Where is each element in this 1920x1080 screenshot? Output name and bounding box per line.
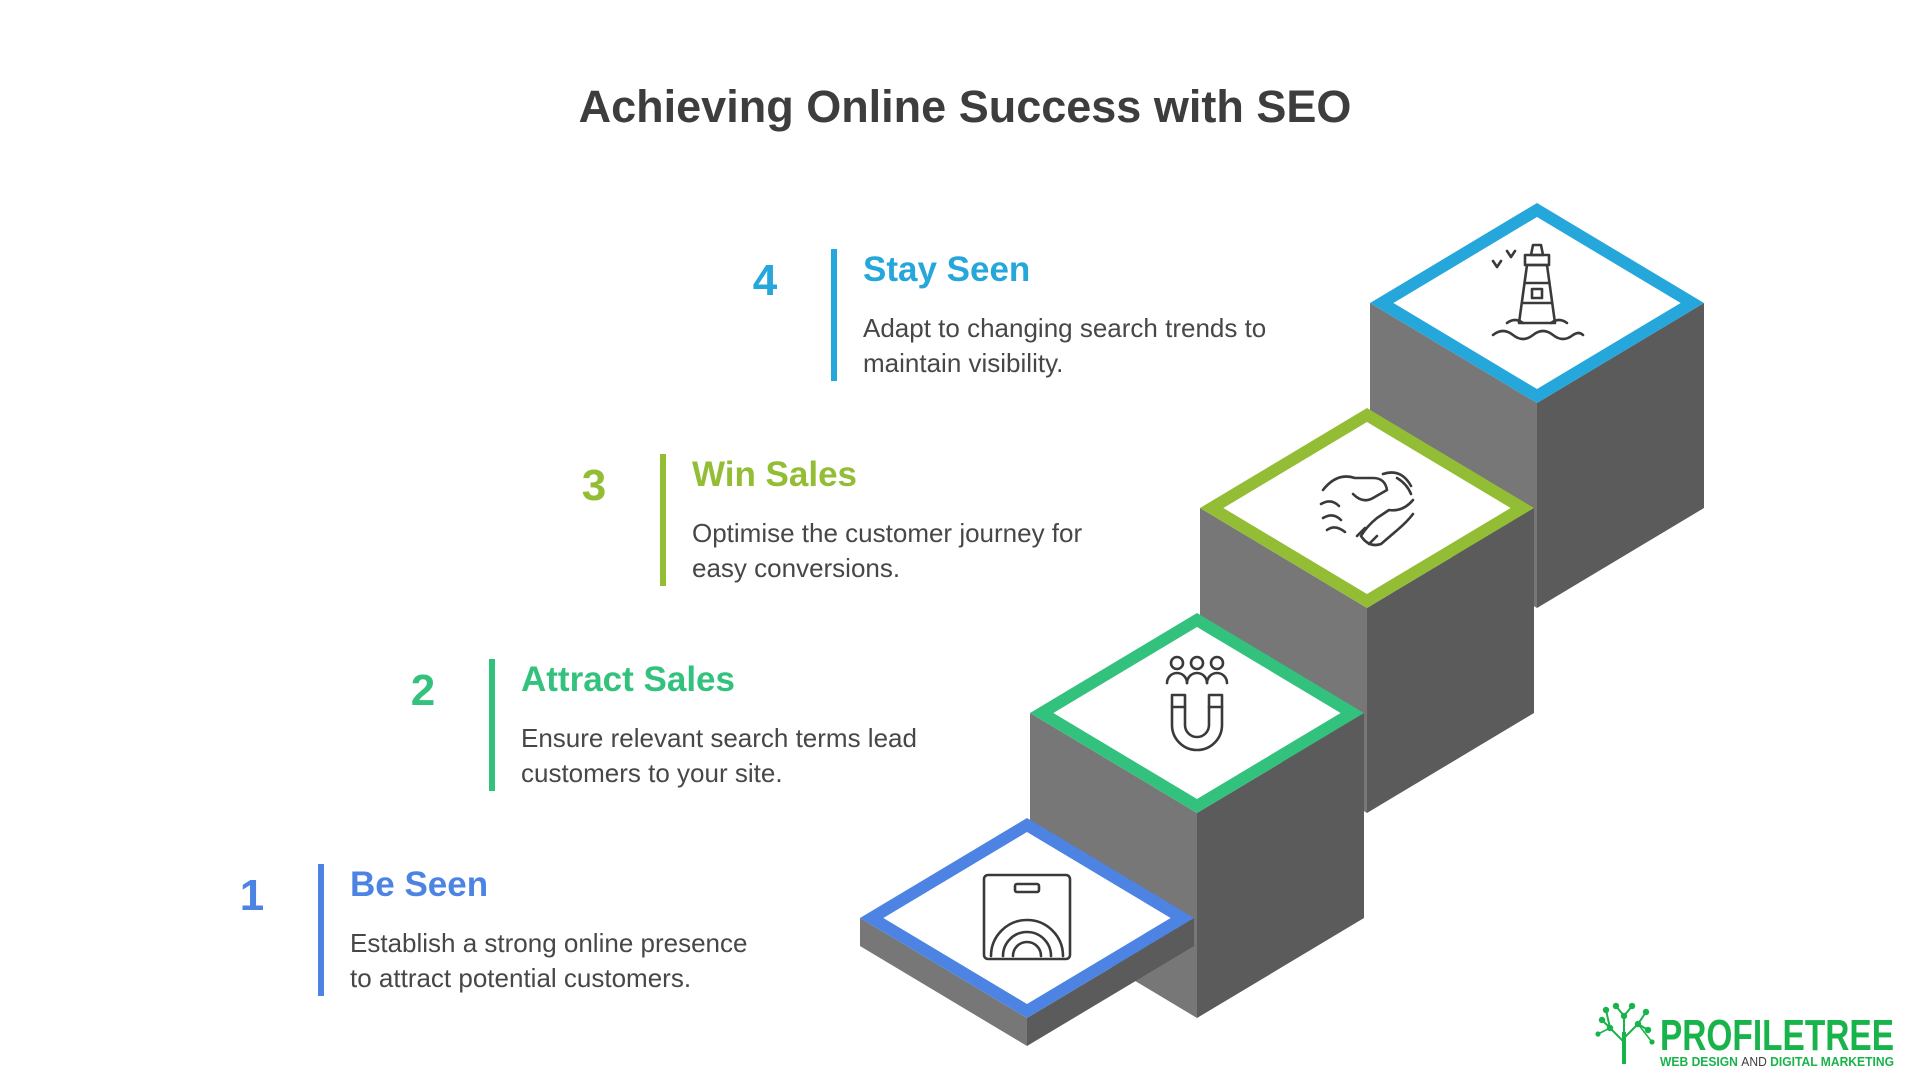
- step-description-line: Adapt to changing search trends to: [863, 313, 1266, 343]
- step-description-line: to attract potential customers.: [350, 963, 691, 993]
- step-description-line: Ensure relevant search terms lead: [521, 723, 917, 753]
- stair-side-face: [1027, 918, 1194, 1046]
- page-title: Achieving Online Success with SEO: [579, 81, 1352, 132]
- stair-side-face: [1367, 508, 1534, 813]
- step-description-line: customers to your site.: [521, 758, 783, 788]
- stair-front-face: [860, 918, 1027, 1046]
- step-number: 2: [411, 666, 435, 715]
- staircase: [860, 203, 1704, 1046]
- step-title: Attract Sales: [521, 660, 735, 699]
- step-number: 1: [240, 871, 264, 920]
- brand-tagline-part2: AND: [1741, 1055, 1770, 1069]
- step-title: Stay Seen: [863, 250, 1030, 289]
- step-description-line: easy conversions.: [692, 553, 900, 583]
- stair-tread: [1223, 422, 1511, 594]
- brand-tagline: WEB DESIGN AND DIGITAL MARKETING: [1660, 1055, 1894, 1069]
- scale-icon: [982, 873, 1072, 961]
- brand-tagline-part1: WEB DESIGN: [1660, 1055, 1738, 1069]
- stair-side-face: [1537, 303, 1704, 608]
- tree-icon: [1595, 1002, 1655, 1064]
- stair-step-1: [860, 818, 1194, 1046]
- step-accent-bar: [489, 659, 495, 791]
- stair-side-face: [1197, 713, 1364, 1018]
- brand-tagline-part3: DIGITAL MARKETING: [1770, 1055, 1894, 1069]
- step-accent-bar: [318, 864, 324, 996]
- stair-tread: [883, 832, 1171, 1004]
- handshake-icon: [1319, 471, 1415, 547]
- step-description-line: Establish a strong online presence: [350, 928, 747, 958]
- stair-tread: [1053, 627, 1341, 799]
- step-title: Be Seen: [350, 865, 488, 904]
- step-accent-bar: [660, 454, 666, 586]
- step-description-line: Optimise the customer journey for: [692, 518, 1082, 548]
- brand-name: PROFILETREE: [1660, 1011, 1894, 1060]
- step-title: Win Sales: [692, 455, 857, 494]
- lighthouse-icon: [1491, 243, 1585, 341]
- magnet-people-icon: [1165, 655, 1229, 752]
- step-number: 4: [753, 256, 778, 305]
- brand-logo: PROFILETREE WEB DESIGN AND DIGITAL MARKE…: [1595, 1002, 1894, 1069]
- step-accent-bar: [831, 249, 837, 381]
- step-number: 3: [582, 461, 606, 510]
- step-description-line: maintain visibility.: [863, 348, 1063, 378]
